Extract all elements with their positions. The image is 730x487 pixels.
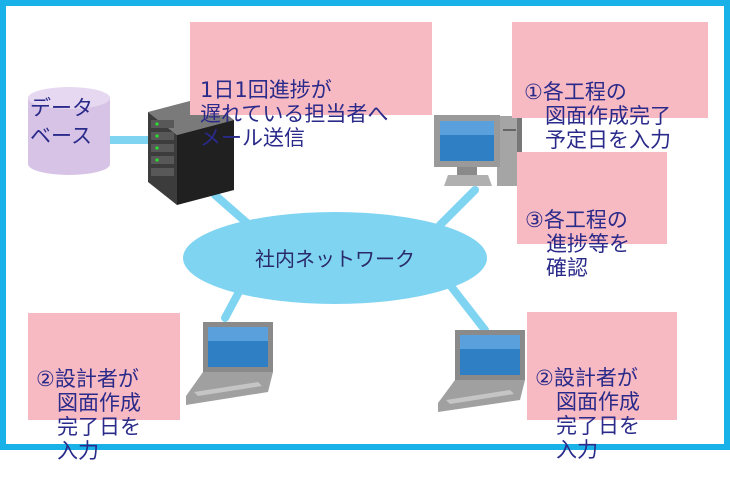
note-laptop-left-text: ②設計者が 図面作成 完了日を 入力 <box>36 367 141 463</box>
network-label: 社内ネットワーク <box>255 247 415 271</box>
laptop-left-connector <box>221 286 244 322</box>
note-desktop-bottom: ③各工程の 進捗等を 確認 <box>517 152 667 280</box>
note-laptop-right: ②設計者が 図面作成 完了日を 入力 <box>527 312 677 462</box>
note-desktop-top: ①各工程の 図面作成完了 予定日を入力 <box>512 22 708 152</box>
laptop-left-icon <box>186 322 273 405</box>
laptop-right-connector <box>446 281 489 334</box>
note-laptop-left: ②設計者が 図面作成 完了日を 入力 <box>28 313 180 463</box>
note-laptop-right-text: ②設計者が 図面作成 完了日を 入力 <box>535 366 640 462</box>
network-ellipse <box>183 212 487 304</box>
note-server-text: 1日1回進捗が 遅れている担当者へ メール送信 <box>200 78 389 150</box>
desktop-connector <box>436 186 479 229</box>
database-icon <box>28 87 110 175</box>
desktop-computer-icon <box>434 115 522 186</box>
note-desktop-bottom-text: ③各工程の 進捗等を 確認 <box>525 208 630 280</box>
diagram-canvas <box>28 87 525 412</box>
database-label: データ ベース <box>30 96 93 148</box>
laptop-right-icon <box>438 330 525 412</box>
note-desktop-top-text: ①各工程の 図面作成完了 予定日を入力 <box>524 80 671 152</box>
note-server: 1日1回進捗が 遅れている担当者へ メール送信 <box>190 22 432 150</box>
